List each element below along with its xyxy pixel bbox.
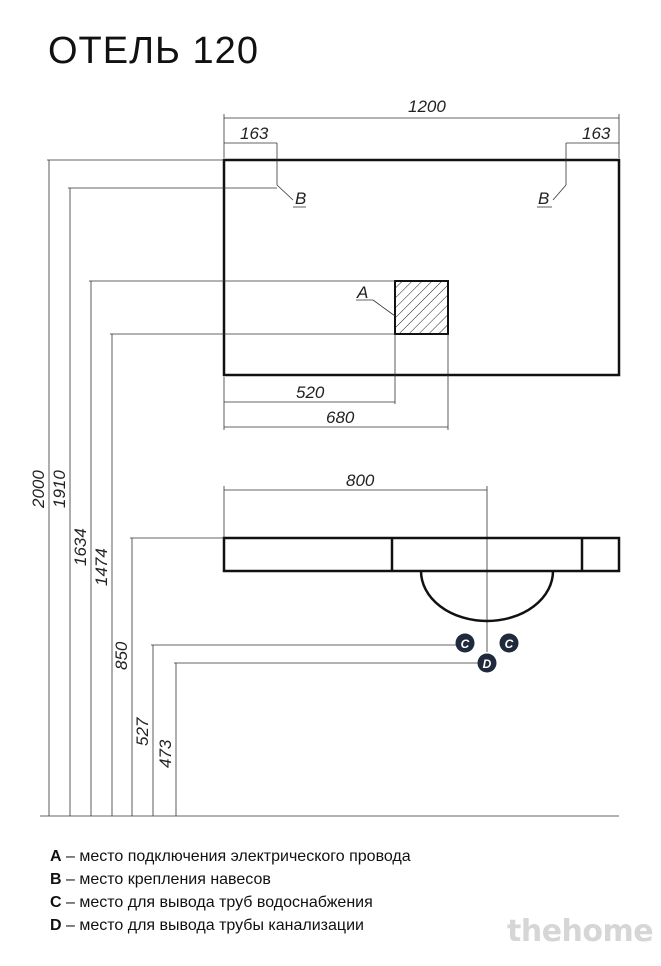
legend-text: – место крепления навесов (61, 871, 271, 888)
legend-item-c: C – место для вывода труб водоснабжения (50, 891, 411, 914)
marker-b-left: B (295, 189, 306, 208)
marker-d-badge: D (477, 653, 497, 673)
legend-text: – место подключения электрического прово… (61, 848, 411, 865)
dim-h-top: 1910 (50, 470, 69, 508)
marker-c-left-badge: C (455, 633, 475, 653)
electrical-zone-a (394, 280, 449, 335)
marker-a: A (356, 283, 368, 302)
dim-a-right: 680 (326, 408, 355, 427)
mirror-outline (222, 158, 621, 377)
dim-total-width: 1200 (408, 97, 446, 116)
dim-left-offset: 163 (240, 124, 269, 143)
dim-h-total: 2000 (29, 470, 48, 509)
marker-c-left: C (461, 637, 470, 651)
dim-h-basin: 850 (112, 641, 131, 670)
legend-key: D (50, 917, 62, 934)
marker-b-right: B (538, 189, 549, 208)
washbasin (222, 536, 621, 623)
watermark-logo: thehome (507, 914, 654, 949)
marker-c-right: C (505, 637, 514, 651)
marker-c-right-badge: C (499, 633, 519, 653)
dim-h-drain: 473 (156, 739, 175, 768)
page-title: ОТЕЛЬ 120 (48, 30, 259, 72)
legend-text: – место для вывода труб водоснабжения (61, 894, 373, 911)
dimension-163-left (224, 142, 306, 208)
dim-right-offset: 163 (582, 124, 611, 143)
legend-key: C (50, 894, 62, 911)
legend: A – место подключения электрического про… (50, 845, 411, 937)
legend-item-b: B – место крепления навесов (50, 868, 411, 891)
legend-text: – место для вывода трубы канализации (61, 917, 364, 934)
dimension-163-right (537, 142, 619, 208)
dim-h-a-top: 1634 (71, 528, 90, 566)
dimension-1200 (223, 114, 620, 158)
legend-key: B (50, 871, 62, 888)
legend-item-a: A – место подключения электрического про… (50, 845, 411, 868)
dim-drain-x: 800 (346, 471, 375, 490)
dim-h-water: 527 (133, 717, 152, 746)
dim-h-a-bottom: 1474 (92, 548, 111, 586)
legend-key: A (50, 848, 62, 865)
dim-a-left: 520 (296, 383, 325, 402)
marker-d: D (483, 657, 492, 671)
marker-a-leader (356, 299, 396, 317)
dimension-520-680 (223, 334, 449, 430)
height-dimensions (40, 159, 619, 817)
legend-item-d: D – место для вывода трубы канализации (50, 914, 411, 937)
dimension-800 (223, 486, 488, 652)
